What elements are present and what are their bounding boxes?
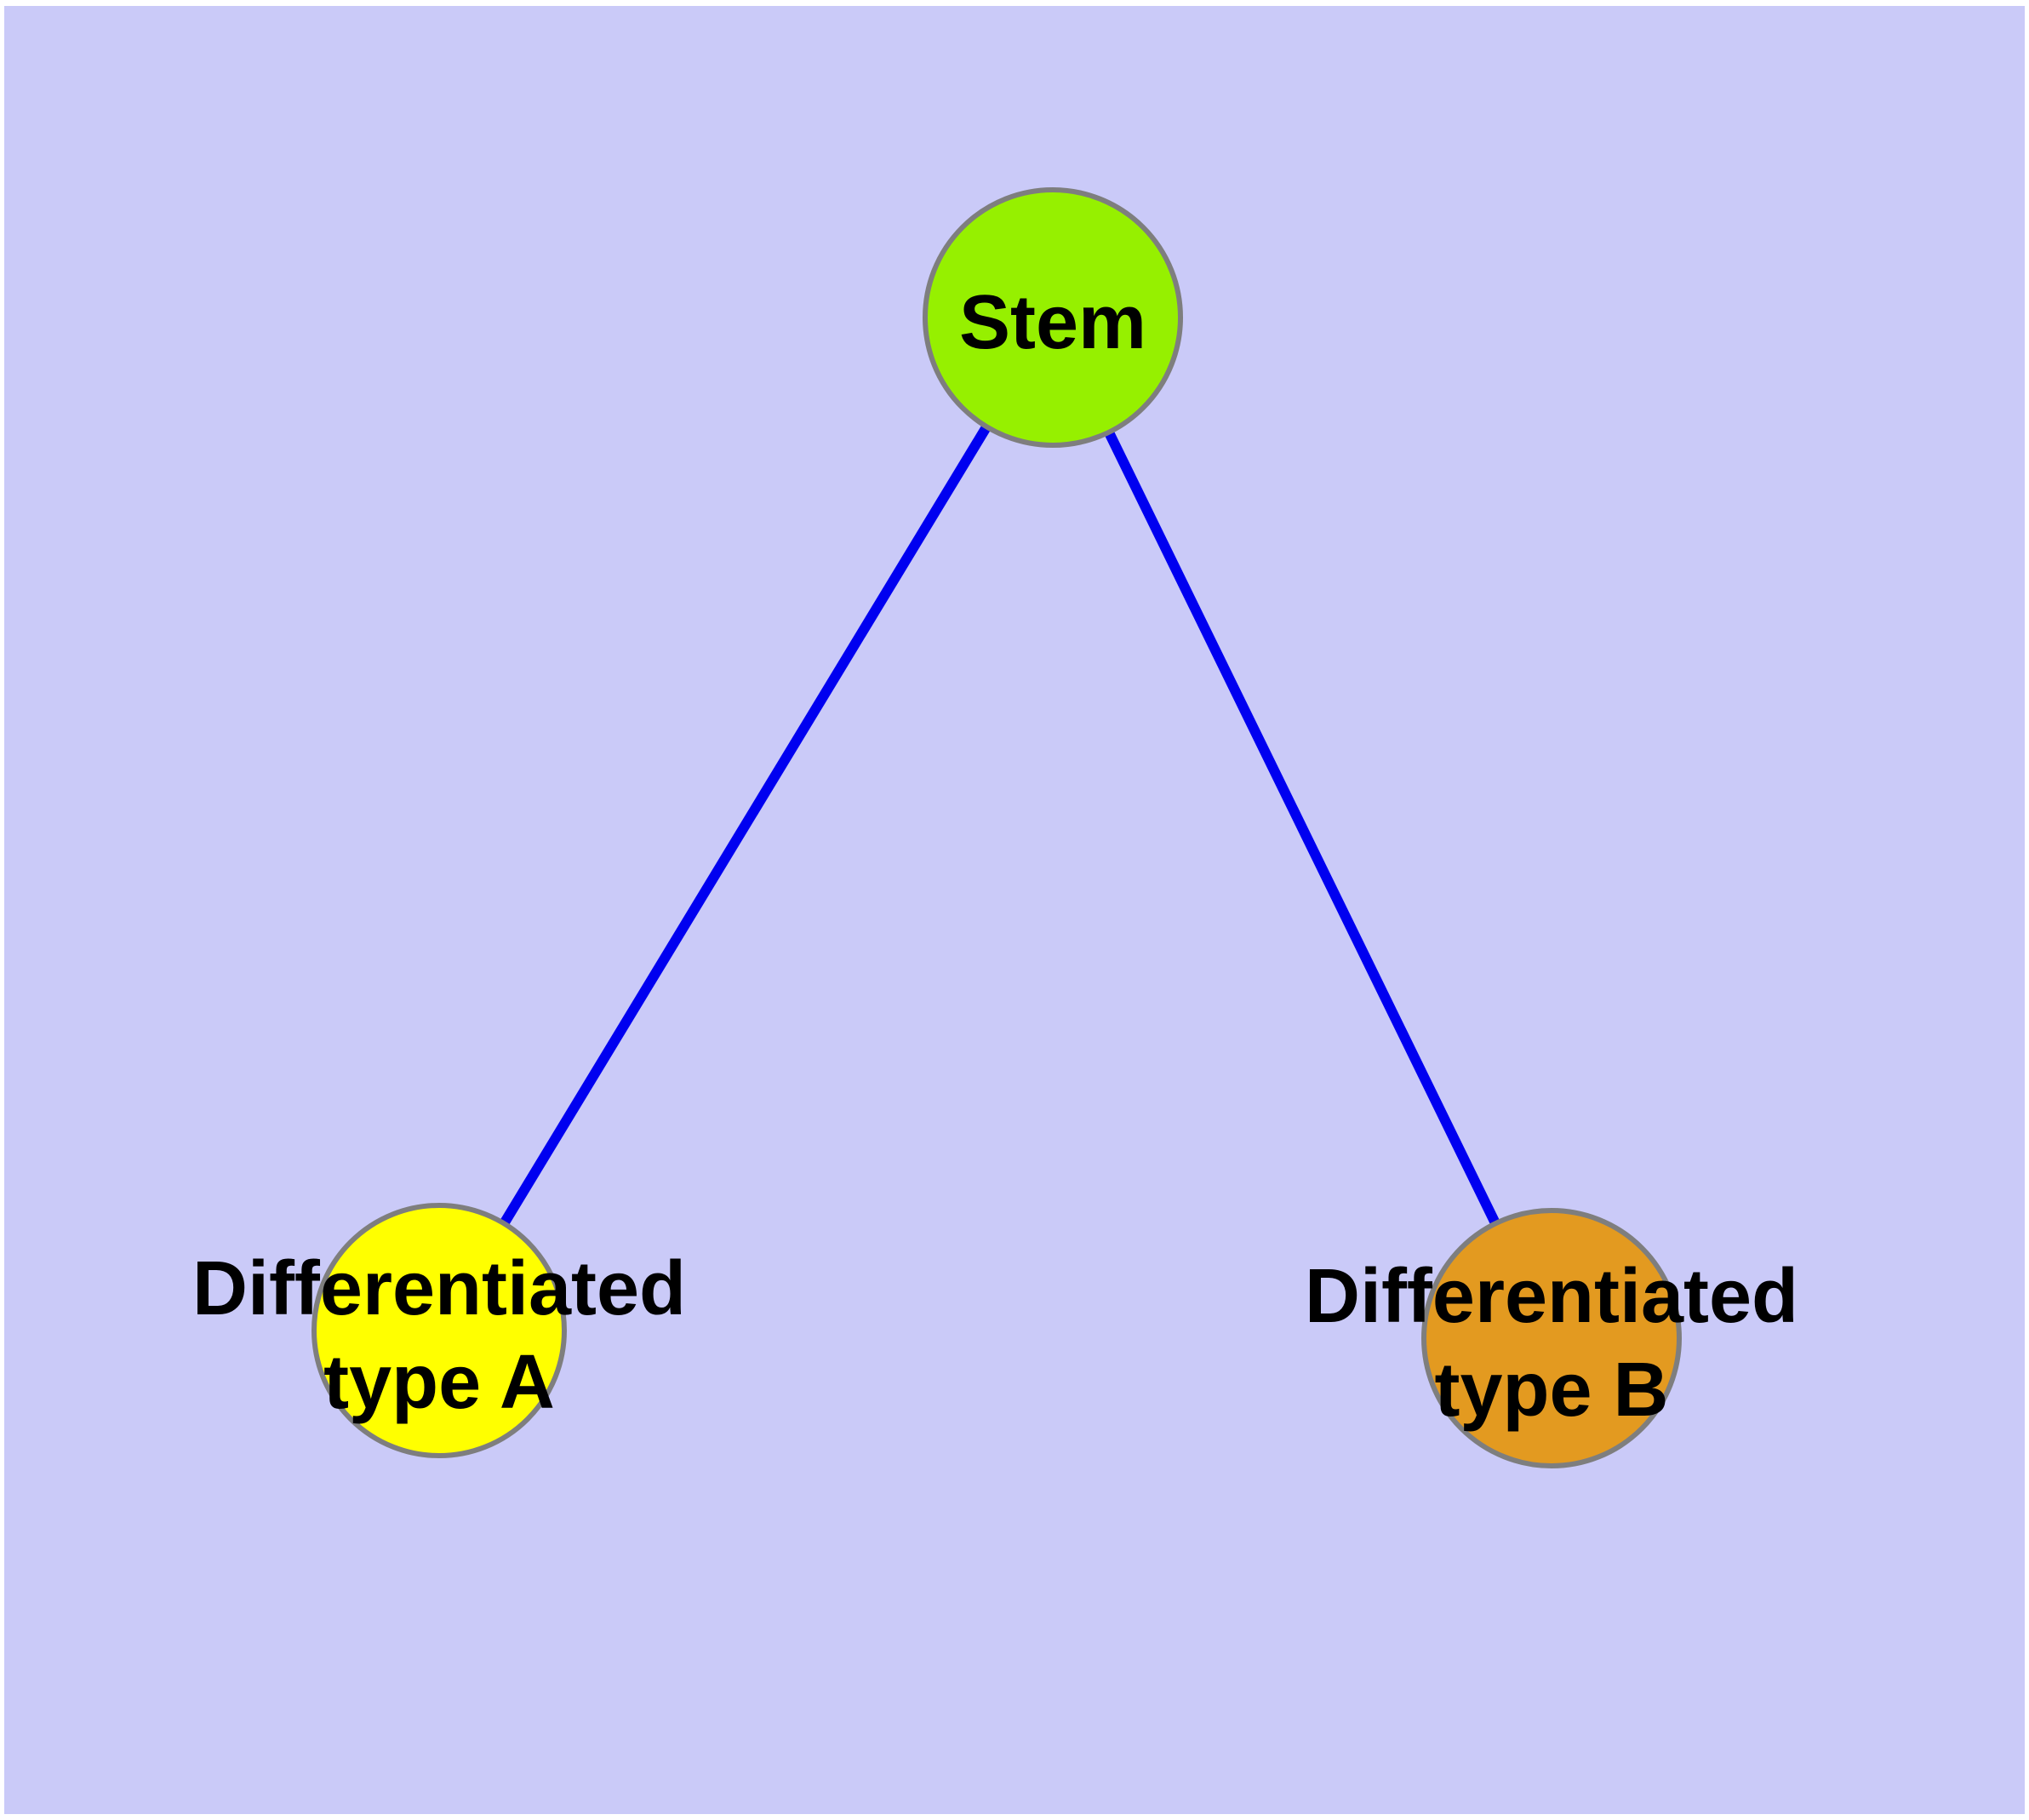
node-circle-diff-type-a [311,1203,567,1458]
node-label-line: Stem [959,280,1146,365]
node-label-line: Differentiated [192,1246,686,1331]
edges-layer [434,314,1557,1341]
node-circle-diff-type-b [1421,1208,1682,1468]
node-label-diff-type-b: Differentiated type B [1305,1254,1798,1433]
node-label-line: Differentiated [1305,1254,1798,1339]
edge-stem-to-diff-type-b [1048,315,1557,1341]
node-label-stem: Stem [959,280,1146,365]
node-label-line: type B [1434,1348,1668,1433]
edge-stem-to-diff-type-a [434,314,1058,1334]
node-label-line: type A [323,1340,555,1425]
node-label-diff-type-a: Differentiated type A [192,1246,686,1425]
node-circle-stem [923,187,1183,448]
